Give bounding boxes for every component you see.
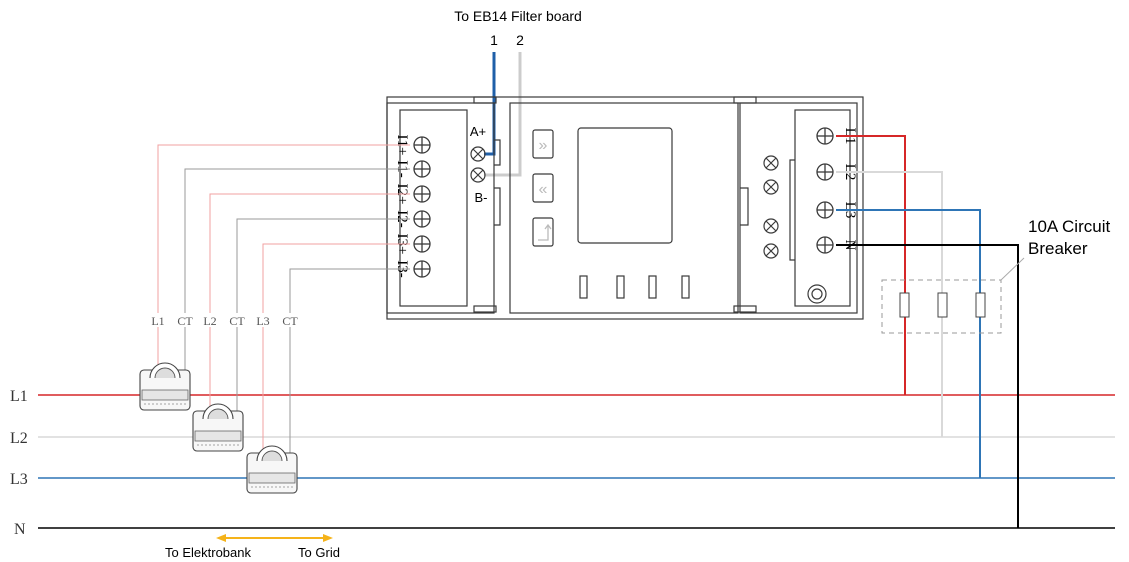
screw-terminal-l1 bbox=[816, 127, 834, 145]
terminal-b-minus-label: B- bbox=[475, 190, 488, 205]
scroll-right-icon: » bbox=[539, 137, 548, 154]
voltage-wire-l3 bbox=[836, 209, 981, 478]
rs485-terminals bbox=[470, 146, 486, 183]
ct-clamp-1 bbox=[139, 362, 191, 411]
ct2-gray-wire bbox=[236, 218, 410, 415]
scroll-left-icon: « bbox=[539, 181, 548, 198]
voltage-wire-l2 bbox=[836, 171, 943, 437]
voltage-screw-terminals bbox=[763, 155, 779, 259]
enter-icon bbox=[538, 223, 552, 241]
terminal-a-plus-label: A+ bbox=[470, 124, 486, 139]
screw-terminal-i2-minusplus bbox=[413, 185, 431, 203]
screw-terminal-i3-minusplus bbox=[413, 235, 431, 253]
ct1-gray-wire bbox=[184, 168, 410, 374]
current-transformers bbox=[139, 362, 298, 494]
ct-label-ct1: CT bbox=[177, 314, 193, 328]
screw-terminal-l2 bbox=[816, 163, 834, 181]
ct3-gray-wire bbox=[289, 268, 410, 457]
screw-terminal-i1-minus bbox=[413, 160, 431, 178]
ct-label-l2: L2 bbox=[203, 314, 216, 328]
filter-board-title: To EB14 Filter board bbox=[454, 8, 582, 24]
wire-number-2: 2 bbox=[516, 32, 524, 48]
ct-label-backgrounds bbox=[149, 313, 300, 327]
screw-terminal-i3-minus bbox=[413, 260, 431, 278]
ct-label-l3: L3 bbox=[256, 314, 269, 328]
ct-label-ct3: CT bbox=[282, 314, 298, 328]
ct-clamp-3 bbox=[246, 445, 298, 494]
voltage-wire-n bbox=[836, 244, 1019, 528]
bus-label-n: N bbox=[14, 521, 26, 538]
screw-terminal-n bbox=[816, 236, 834, 254]
energy-meter bbox=[386, 96, 864, 320]
screw-terminal-i1-minusplus bbox=[413, 136, 431, 154]
direction-label-elektrobank: To Elektrobank bbox=[165, 545, 251, 560]
screw-terminal-i2-minus bbox=[413, 210, 431, 228]
ct-clamp-2 bbox=[192, 403, 244, 452]
direction-arrow bbox=[216, 534, 333, 542]
ct-label-l1: L1 bbox=[151, 314, 164, 328]
ct3-red-wire bbox=[262, 243, 410, 457]
ct-label-ct2: CT bbox=[229, 314, 245, 328]
bus-label-l3: L3 bbox=[10, 471, 28, 488]
bus-label-l2: L2 bbox=[10, 430, 28, 447]
ct1-red-wire bbox=[157, 144, 410, 374]
breaker-label-line2: Breaker bbox=[1028, 239, 1088, 258]
ct2-red-wire bbox=[209, 193, 410, 415]
screw-terminal-l3 bbox=[816, 201, 834, 219]
breaker-label-line1: 10A Circuit bbox=[1028, 217, 1110, 236]
wire-number-1: 1 bbox=[490, 32, 498, 48]
direction-label-grid: To Grid bbox=[298, 545, 340, 560]
circuit-breaker bbox=[881, 257, 1025, 334]
ct-input-terminals: I1+I1-I2+I2-I3+I3- bbox=[394, 135, 431, 278]
rs485-b-wire bbox=[484, 52, 522, 177]
bus-label-l1: L1 bbox=[10, 388, 28, 405]
